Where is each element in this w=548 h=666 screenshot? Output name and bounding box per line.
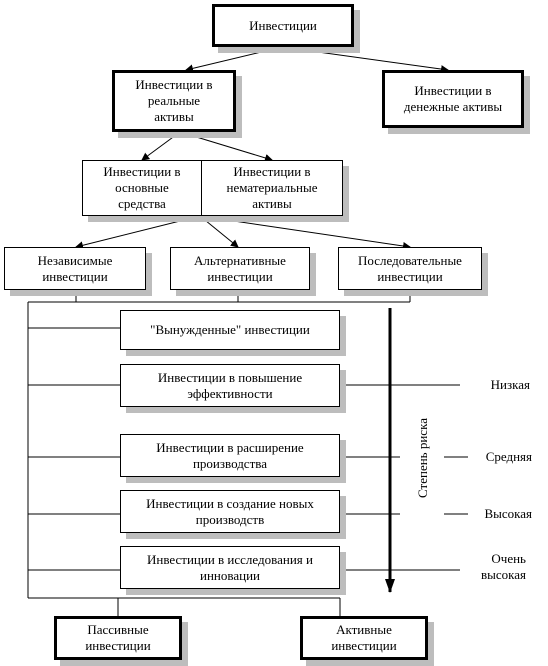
passive-investments-box: Пассивные инвестиции: [54, 616, 182, 660]
alternative-investments-box: Альтернативные инвестиции: [170, 247, 310, 290]
forced-investments-label: "Вынужденные" инвестиции: [150, 322, 310, 337]
active-investments-label: Активные инвестиции: [331, 622, 397, 653]
fixed-assets-box: Инвестиции в основные средства: [82, 160, 202, 216]
independent-investments-box: Независимые инвестиции: [4, 247, 146, 290]
independent-investments-label: Независимые инвестиции: [37, 252, 113, 284]
intangible-assets-label: Инвестиции в нематериальные активы: [226, 164, 318, 211]
research-investments-label: Инвестиции в исследования и инновации: [147, 551, 313, 583]
sequential-investments-box: Последовательные инвестиции: [338, 247, 482, 290]
new-production-investments-box: Инвестиции в создание новых производств: [120, 490, 340, 533]
root-label: Инвестиции: [249, 17, 317, 33]
risk-level-very-high: Очень высокая: [460, 551, 526, 583]
fixed-assets-label: Инвестиции в основные средства: [103, 164, 181, 211]
real-assets-box: Инвестиции в реальные активы: [112, 70, 236, 132]
efficiency-investments-box: Инвестиции в повышение эффективности: [120, 364, 340, 407]
sequential-investments-label: Последовательные инвестиции: [358, 252, 462, 284]
alternative-investments-label: Альтернативные инвестиции: [194, 252, 286, 284]
expansion-investments-box: Инвестиции в расширение производства: [120, 434, 340, 477]
money-assets-box: Инвестиции в денежные активы: [382, 70, 524, 128]
expansion-investments-label: Инвестиции в расширение производства: [156, 439, 304, 471]
real-assets-label: Инвестиции в реальные активы: [135, 77, 213, 124]
money-assets-label: Инвестиции в денежные активы: [403, 83, 503, 114]
research-investments-box: Инвестиции в исследования и инновации: [120, 546, 340, 589]
active-investments-box: Активные инвестиции: [300, 616, 428, 660]
root-box: Инвестиции: [212, 4, 354, 47]
intangible-assets-box: Инвестиции в нематериальные активы: [201, 160, 343, 216]
risk-axis-label: Степень риска: [415, 410, 431, 506]
risk-level-low: Низкая: [460, 377, 530, 393]
efficiency-investments-label: Инвестиции в повышение эффективности: [157, 369, 303, 401]
forced-investments-box: "Вынужденные" инвестиции: [120, 310, 340, 350]
new-production-investments-label: Инвестиции в создание новых производств: [146, 495, 314, 527]
risk-level-high: Высокая: [468, 506, 532, 522]
passive-investments-label: Пассивные инвестиции: [85, 622, 151, 653]
risk-level-medium: Средняя: [468, 449, 532, 465]
